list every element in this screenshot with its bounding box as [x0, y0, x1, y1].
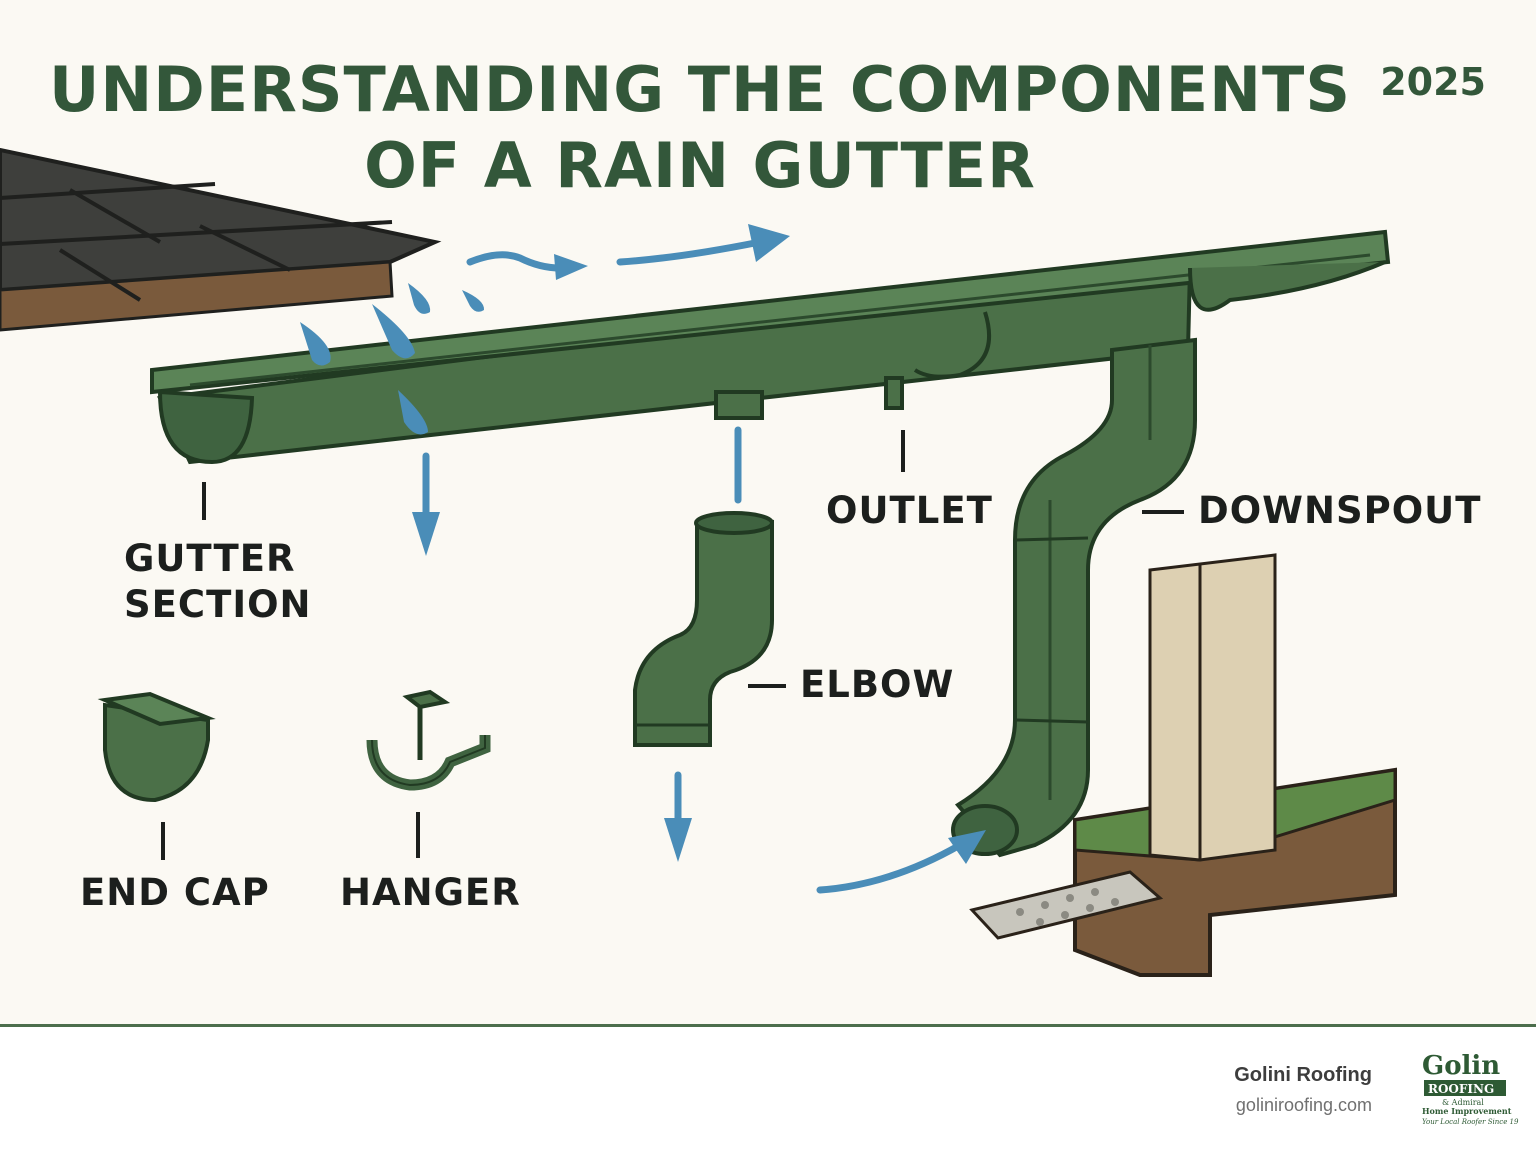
company-logo: Golin ROOFING & Admiral Home Improvement…: [1422, 1051, 1519, 1126]
label-end-cap: END CAP: [80, 871, 270, 914]
footer-brand: Golini Roofing goliniroofing.com: [1234, 1064, 1372, 1116]
flow-arrows: [422, 238, 964, 894]
leader-lines: [161, 430, 1184, 860]
label-gutter-section-line-1: GUTTER: [124, 537, 296, 580]
label-outlet: OUTLET: [826, 489, 993, 532]
footer: [0, 1024, 1536, 1157]
company-name: Golini Roofing: [1234, 1064, 1372, 1086]
elbow-illustration: [633, 511, 774, 747]
logo-text-5: Your Local Roofer Since 19: [1422, 1118, 1519, 1126]
arrow-heads: [412, 224, 986, 864]
label-elbow: ELBOW: [800, 663, 955, 706]
label-hanger: HANGER: [340, 871, 521, 914]
logo-text-3: & Admiral: [1442, 1098, 1484, 1107]
hanger-illustration: [366, 689, 491, 791]
roof-illustration: [0, 147, 442, 332]
logo-text-2: ROOFING: [1428, 1082, 1494, 1096]
label-downspout: DOWNSPOUT: [1198, 489, 1482, 532]
water-drops: [300, 283, 485, 435]
logo-text-4: Home Improvement: [1422, 1106, 1512, 1116]
company-website[interactable]: goliniroofing.com: [1235, 1095, 1372, 1115]
page-title: UNDERSTANDING THE COMPONENTS OF A RAIN G…: [0, 52, 1400, 204]
label-gutter-section: GUTTER SECTION: [124, 536, 312, 628]
logo-text-1: Golin: [1422, 1051, 1500, 1081]
gutter-section-illustration: [150, 229, 1391, 465]
label-gutter-section-line-2: SECTION: [124, 583, 312, 626]
downspout-illustration: [951, 337, 1197, 858]
year-badge: 2025: [1380, 60, 1486, 104]
title-line-2: OF A RAIN GUTTER: [364, 129, 1036, 202]
title-line-1: UNDERSTANDING THE COMPONENTS: [49, 53, 1351, 126]
end-cap-illustration: [97, 691, 216, 803]
ground-illustration: [969, 553, 1397, 977]
